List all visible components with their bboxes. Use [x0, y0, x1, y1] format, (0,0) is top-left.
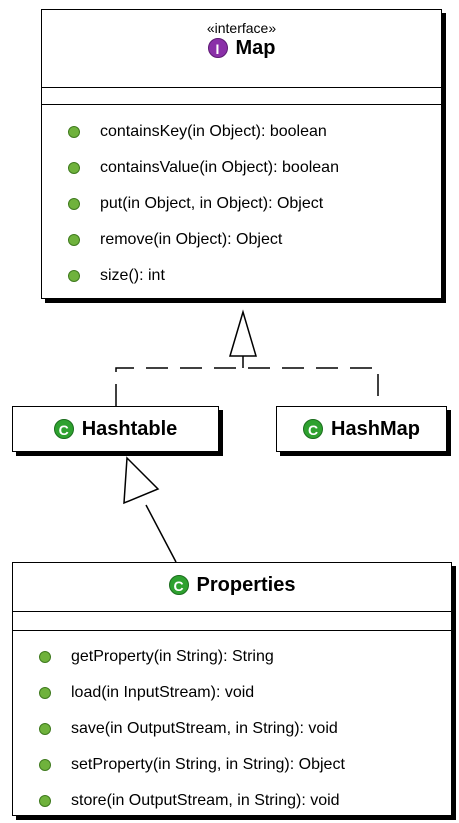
hashmap-name: HashMap: [331, 418, 420, 440]
method-signature: store(in OutputStream, in String): void: [71, 792, 340, 809]
method-row[interactable]: getProperty(in String): String: [13, 639, 451, 675]
method-row[interactable]: remove(in Object): Object: [42, 222, 441, 258]
method-signature: load(in InputStream): void: [71, 684, 255, 701]
method-row[interactable]: size(): int: [42, 258, 441, 294]
methods-separator: [42, 104, 441, 105]
public-method-icon: [39, 687, 51, 699]
method-signature: put(in Object, in Object): Object: [100, 195, 324, 212]
method-signature: containsValue(in Object): boolean: [100, 159, 339, 176]
properties-header: C Properties: [13, 563, 451, 597]
hashmap-title: C HashMap: [303, 417, 420, 441]
hashtable-header: C Hashtable: [13, 407, 218, 441]
generalization-line: [145, 504, 177, 563]
public-method-icon: [68, 162, 80, 174]
method-signature: size(): int: [100, 267, 165, 284]
map-header: «interface» I Map: [42, 10, 441, 60]
public-method-icon: [39, 651, 51, 663]
method-row[interactable]: load(in InputStream): void: [13, 675, 451, 711]
hashtable-class-box[interactable]: C Hashtable: [12, 406, 219, 452]
public-method-icon: [68, 126, 80, 138]
public-method-icon: [39, 795, 51, 807]
interface-icon: I: [207, 38, 228, 58]
realization-arrowhead: [228, 309, 258, 357]
method-row[interactable]: store(in OutputStream, in String): void: [13, 783, 451, 819]
public-method-icon: [39, 759, 51, 771]
hashtable-title: C Hashtable: [53, 417, 178, 441]
hashmap-class-box[interactable]: C HashMap: [276, 406, 447, 452]
properties-title: C Properties: [168, 573, 296, 597]
attributes-separator: [42, 87, 441, 88]
properties-class-box[interactable]: C Properties getProperty(in String): Str…: [12, 562, 452, 816]
map-title: I Map: [207, 36, 276, 60]
method-signature: remove(in Object): Object: [100, 231, 283, 248]
map-interface-box[interactable]: «interface» I Map containsKey(in Object)…: [41, 9, 442, 299]
method-row[interactable]: setProperty(in String, in String): Objec…: [13, 747, 451, 783]
public-method-icon: [39, 723, 51, 735]
method-signature: getProperty(in String): String: [71, 648, 274, 665]
public-method-icon: [68, 198, 80, 210]
public-method-icon: [68, 234, 80, 246]
generalization-arrowhead: [123, 456, 160, 505]
method-row[interactable]: containsKey(in Object): boolean: [42, 114, 441, 150]
map-name: Map: [235, 37, 276, 59]
method-signature: save(in OutputStream, in String): void: [71, 720, 338, 737]
hashtable-name: Hashtable: [81, 418, 178, 440]
class-icon: C: [168, 575, 189, 595]
realization-line: [115, 367, 379, 406]
method-row[interactable]: put(in Object, in Object): Object: [42, 186, 441, 222]
map-methods: containsKey(in Object): boolean contains…: [42, 114, 441, 294]
stereotype-label: «interface»: [206, 20, 277, 36]
method-signature: setProperty(in String, in String): Objec…: [71, 756, 345, 773]
method-row[interactable]: save(in OutputStream, in String): void: [13, 711, 451, 747]
class-icon: C: [53, 419, 74, 439]
properties-name: Properties: [196, 574, 296, 596]
properties-methods: getProperty(in String): String load(in I…: [13, 639, 451, 819]
methods-separator: [13, 630, 451, 631]
attributes-separator: [13, 611, 451, 612]
method-signature: containsKey(in Object): boolean: [100, 123, 327, 140]
method-row[interactable]: containsValue(in Object): boolean: [42, 150, 441, 186]
class-icon: C: [303, 419, 324, 439]
public-method-icon: [68, 270, 80, 282]
hashmap-header: C HashMap: [277, 407, 446, 441]
